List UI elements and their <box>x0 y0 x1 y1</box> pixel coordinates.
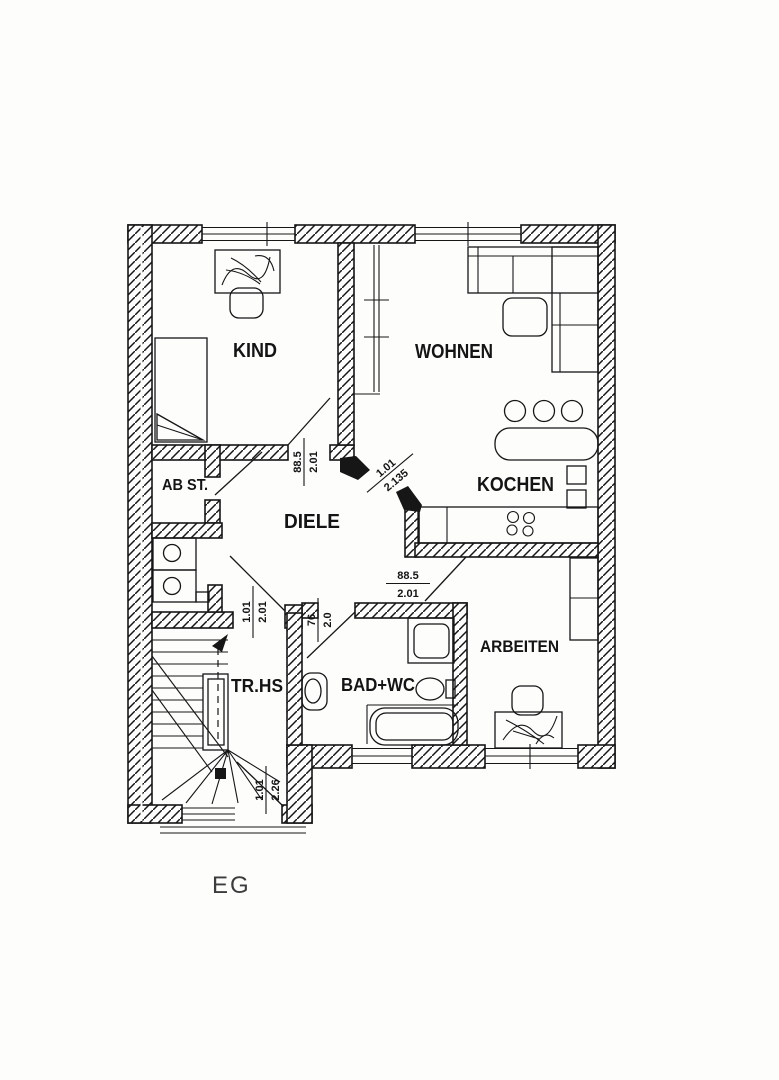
svg-text:2.01: 2.01 <box>397 588 418 600</box>
entrance-sidelight <box>182 807 235 821</box>
floor-label: EG <box>212 872 251 899</box>
kitchen-sink <box>566 489 587 509</box>
washbasin <box>301 672 328 711</box>
svg-text:2.01: 2.01 <box>257 601 269 622</box>
fixtures-bad <box>301 617 459 746</box>
svg-text:88.5: 88.5 <box>292 451 304 472</box>
svg-text:2.26: 2.26 <box>270 779 282 800</box>
svg-text:1.01: 1.01 <box>241 601 253 622</box>
room-label-abstellraum: AB ST. <box>162 477 208 494</box>
svg-text:1.01: 1.01 <box>254 779 266 800</box>
window-wohnen <box>415 222 521 246</box>
room-labels: KIND WOHNEN AB ST. DIELE KOCHEN TR.HS BA… <box>162 340 559 899</box>
room-label-kochen: KOCHEN <box>477 474 554 496</box>
kind-door-leaf <box>287 397 331 446</box>
sofa <box>467 246 599 373</box>
fixtures-kochen <box>417 465 599 544</box>
room-label-kind: KIND <box>233 340 277 362</box>
wardrobe <box>569 557 599 641</box>
arbeiten-desk <box>494 711 563 749</box>
entrance-door-leaf <box>236 761 283 806</box>
fixtures-diele <box>152 537 210 603</box>
stool <box>503 399 527 423</box>
interior-walls <box>151 242 599 746</box>
stairs <box>151 634 281 805</box>
arbeiten-chair <box>511 685 544 716</box>
cooktop-burner <box>506 524 518 536</box>
furniture-kind <box>154 249 281 443</box>
furniture-wohnen <box>354 245 599 461</box>
kind-desk <box>214 249 281 294</box>
stair-direction-arrow <box>212 634 228 652</box>
trhs-door-leaf <box>229 555 286 612</box>
kitchen-sink <box>566 465 587 485</box>
kitchen-counter <box>417 506 599 544</box>
door-swings <box>214 397 467 806</box>
coffee-table <box>502 297 548 337</box>
toilet <box>415 677 445 701</box>
bathtub <box>369 707 459 746</box>
cooktop-burner <box>506 510 520 524</box>
dim-arbeiten-door: 88.5 2.01 <box>386 570 430 600</box>
kind-pillow <box>156 412 206 441</box>
appliance-washer <box>152 537 197 571</box>
stool <box>532 399 556 423</box>
bad-door-leaf <box>306 611 356 659</box>
room-label-wohnen: WOHNEN <box>415 341 493 363</box>
cooktop-burner <box>522 511 536 525</box>
dim-treppenhaus-door: 1.01 2.01 <box>241 586 269 638</box>
dimension-labels: 88.5 2.01 1.01 2.135 88.5 2.01 1.01 2.01… <box>241 438 430 814</box>
passage-jamb-lower <box>396 486 422 512</box>
bar-counter <box>494 427 599 461</box>
svg-text:88.5: 88.5 <box>397 570 418 582</box>
svg-text:2.0: 2.0 <box>322 612 334 627</box>
furniture-arbeiten <box>494 557 599 749</box>
dim-bad-door: 76 2.0 <box>306 598 334 642</box>
window-kind <box>202 222 295 246</box>
radiator <box>354 245 389 395</box>
dim-entrance-door: 1.01 2.26 <box>254 766 282 814</box>
dim-kind-door: 88.5 2.01 <box>292 438 320 486</box>
abst-door-leaf <box>214 451 263 496</box>
room-label-bad-wc: BAD+WC <box>341 675 415 695</box>
stair-stringer <box>151 655 229 758</box>
kind-chair <box>229 287 264 319</box>
cooktop-burner <box>522 525 534 537</box>
stair-handrail <box>202 673 229 751</box>
appliance-dryer <box>152 569 197 603</box>
stool <box>560 399 584 423</box>
room-label-diele: DIELE <box>284 511 340 533</box>
svg-text:76: 76 <box>306 614 318 626</box>
window-bad <box>352 747 412 765</box>
passage-jamb-upper <box>340 456 370 480</box>
room-label-treppenhaus: TR.HS <box>231 676 283 696</box>
kind-bed <box>154 337 208 443</box>
shower <box>407 617 455 664</box>
entrance-steps <box>160 826 306 834</box>
svg-text:2.01: 2.01 <box>308 451 320 472</box>
room-label-arbeiten: ARBEITEN <box>480 638 559 656</box>
arbeiten-door-leaf <box>424 556 467 602</box>
newel-post <box>215 768 226 779</box>
small-cabinet <box>195 591 210 603</box>
